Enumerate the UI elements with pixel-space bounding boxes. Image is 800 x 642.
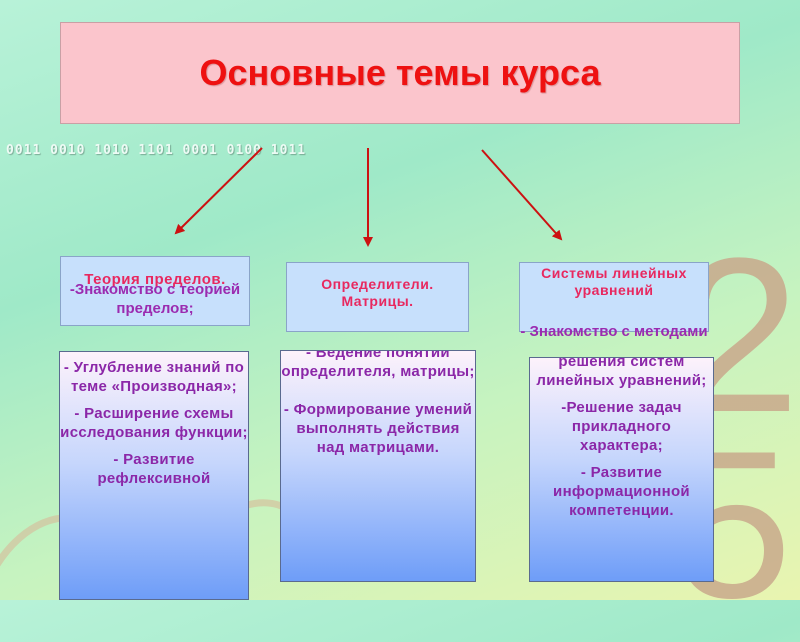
- header-matrices-label: Определители. Матрицы.: [321, 276, 434, 309]
- limits-item-2: - Расширение схемы исследования функции;: [60, 405, 248, 441]
- systems-item-1: решения систем линейных уравнений;: [536, 357, 707, 389]
- limits-overlay-text: -Знакомство с теорией пределов;: [69, 281, 241, 317]
- binary-decoration: 0011 0010 1010 1101 0001 0100 1011: [6, 143, 307, 158]
- limits-item-1: - Углубление знаний по теме «Производная…: [63, 359, 245, 395]
- header-limits: Теория пределов.: [60, 256, 250, 326]
- detail-limits: - Углубление знаний по теме «Производная…: [59, 351, 249, 600]
- systems-item-3: - Развитие информационной компетенции.: [553, 464, 690, 519]
- detail-systems: решения систем линейных уравнений; -Реше…: [529, 357, 714, 582]
- title-box: Основные темы курса: [60, 22, 740, 124]
- matrices-item-1: - Ведение понятий определителя, матрицы;: [281, 350, 475, 380]
- matrices-item-2: - Формирование умений выполнять действия…: [283, 401, 473, 456]
- limits-item-3: - Развитие рефлексивной: [97, 451, 211, 487]
- systems-item-2: -Решение задач прикладного характера;: [561, 399, 682, 454]
- header-matrices: Определители. Матрицы.: [286, 262, 469, 332]
- detail-matrices: - Ведение понятий определителя, матрицы;…: [280, 350, 476, 582]
- header-systems-label: Системы линейных уравнений: [541, 265, 687, 298]
- arrow-left: [174, 147, 263, 235]
- page-title: Основные темы курса: [199, 52, 601, 93]
- arrow-right: [481, 149, 563, 241]
- systems-overlay-text: - Знакомство с методами: [520, 323, 708, 340]
- header-systems: Системы линейных уравнений: [519, 262, 709, 332]
- header-limits-label: Теория пределов.: [84, 271, 226, 288]
